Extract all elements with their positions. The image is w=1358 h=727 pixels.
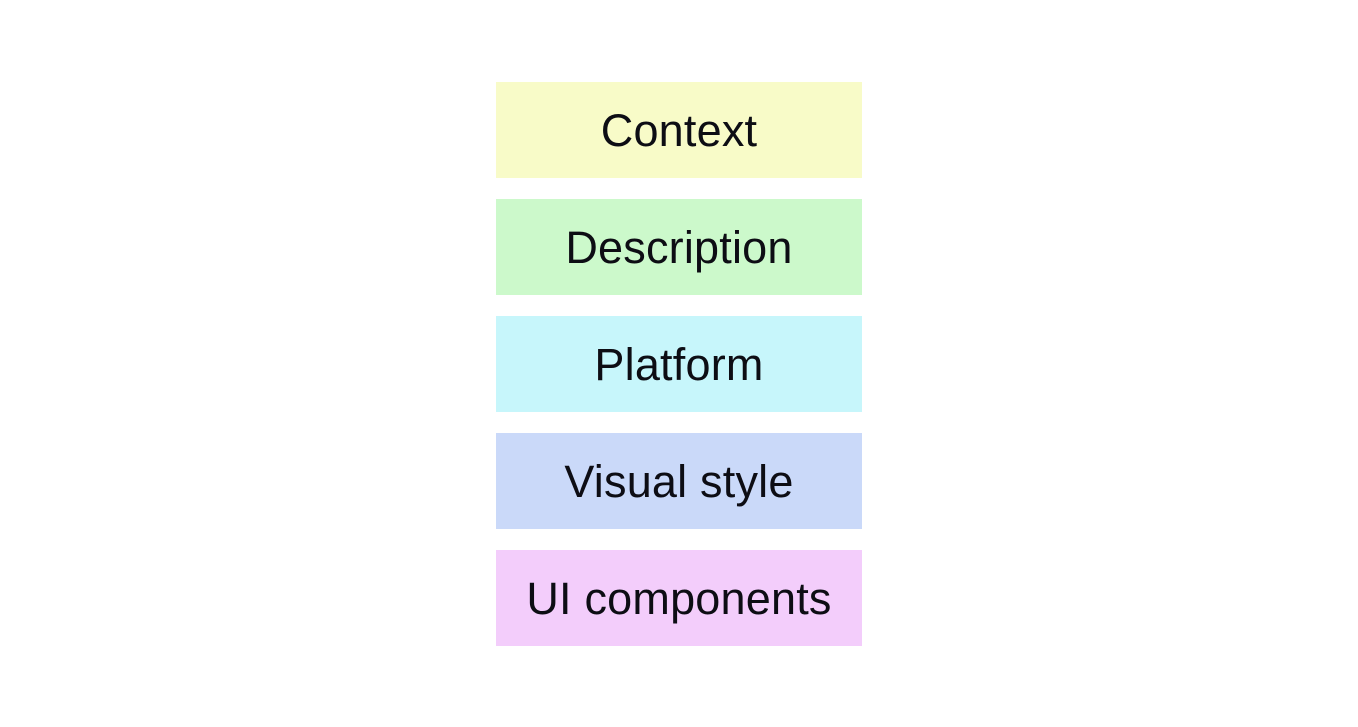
block-label-visual-style: Visual style: [564, 455, 794, 507]
block-label-context: Context: [600, 104, 758, 156]
block-label-description: Description: [565, 221, 793, 273]
block-stack: Context Description Platform Visual styl…: [496, 82, 862, 646]
block-context[interactable]: Context: [496, 82, 862, 178]
block-label-platform: Platform: [594, 338, 764, 390]
block-platform[interactable]: Platform: [496, 316, 862, 412]
block-label-ui-components: UI components: [526, 572, 832, 624]
block-description[interactable]: Description: [496, 199, 862, 295]
block-visual-style[interactable]: Visual style: [496, 433, 862, 529]
block-ui-components[interactable]: UI components: [496, 550, 862, 646]
